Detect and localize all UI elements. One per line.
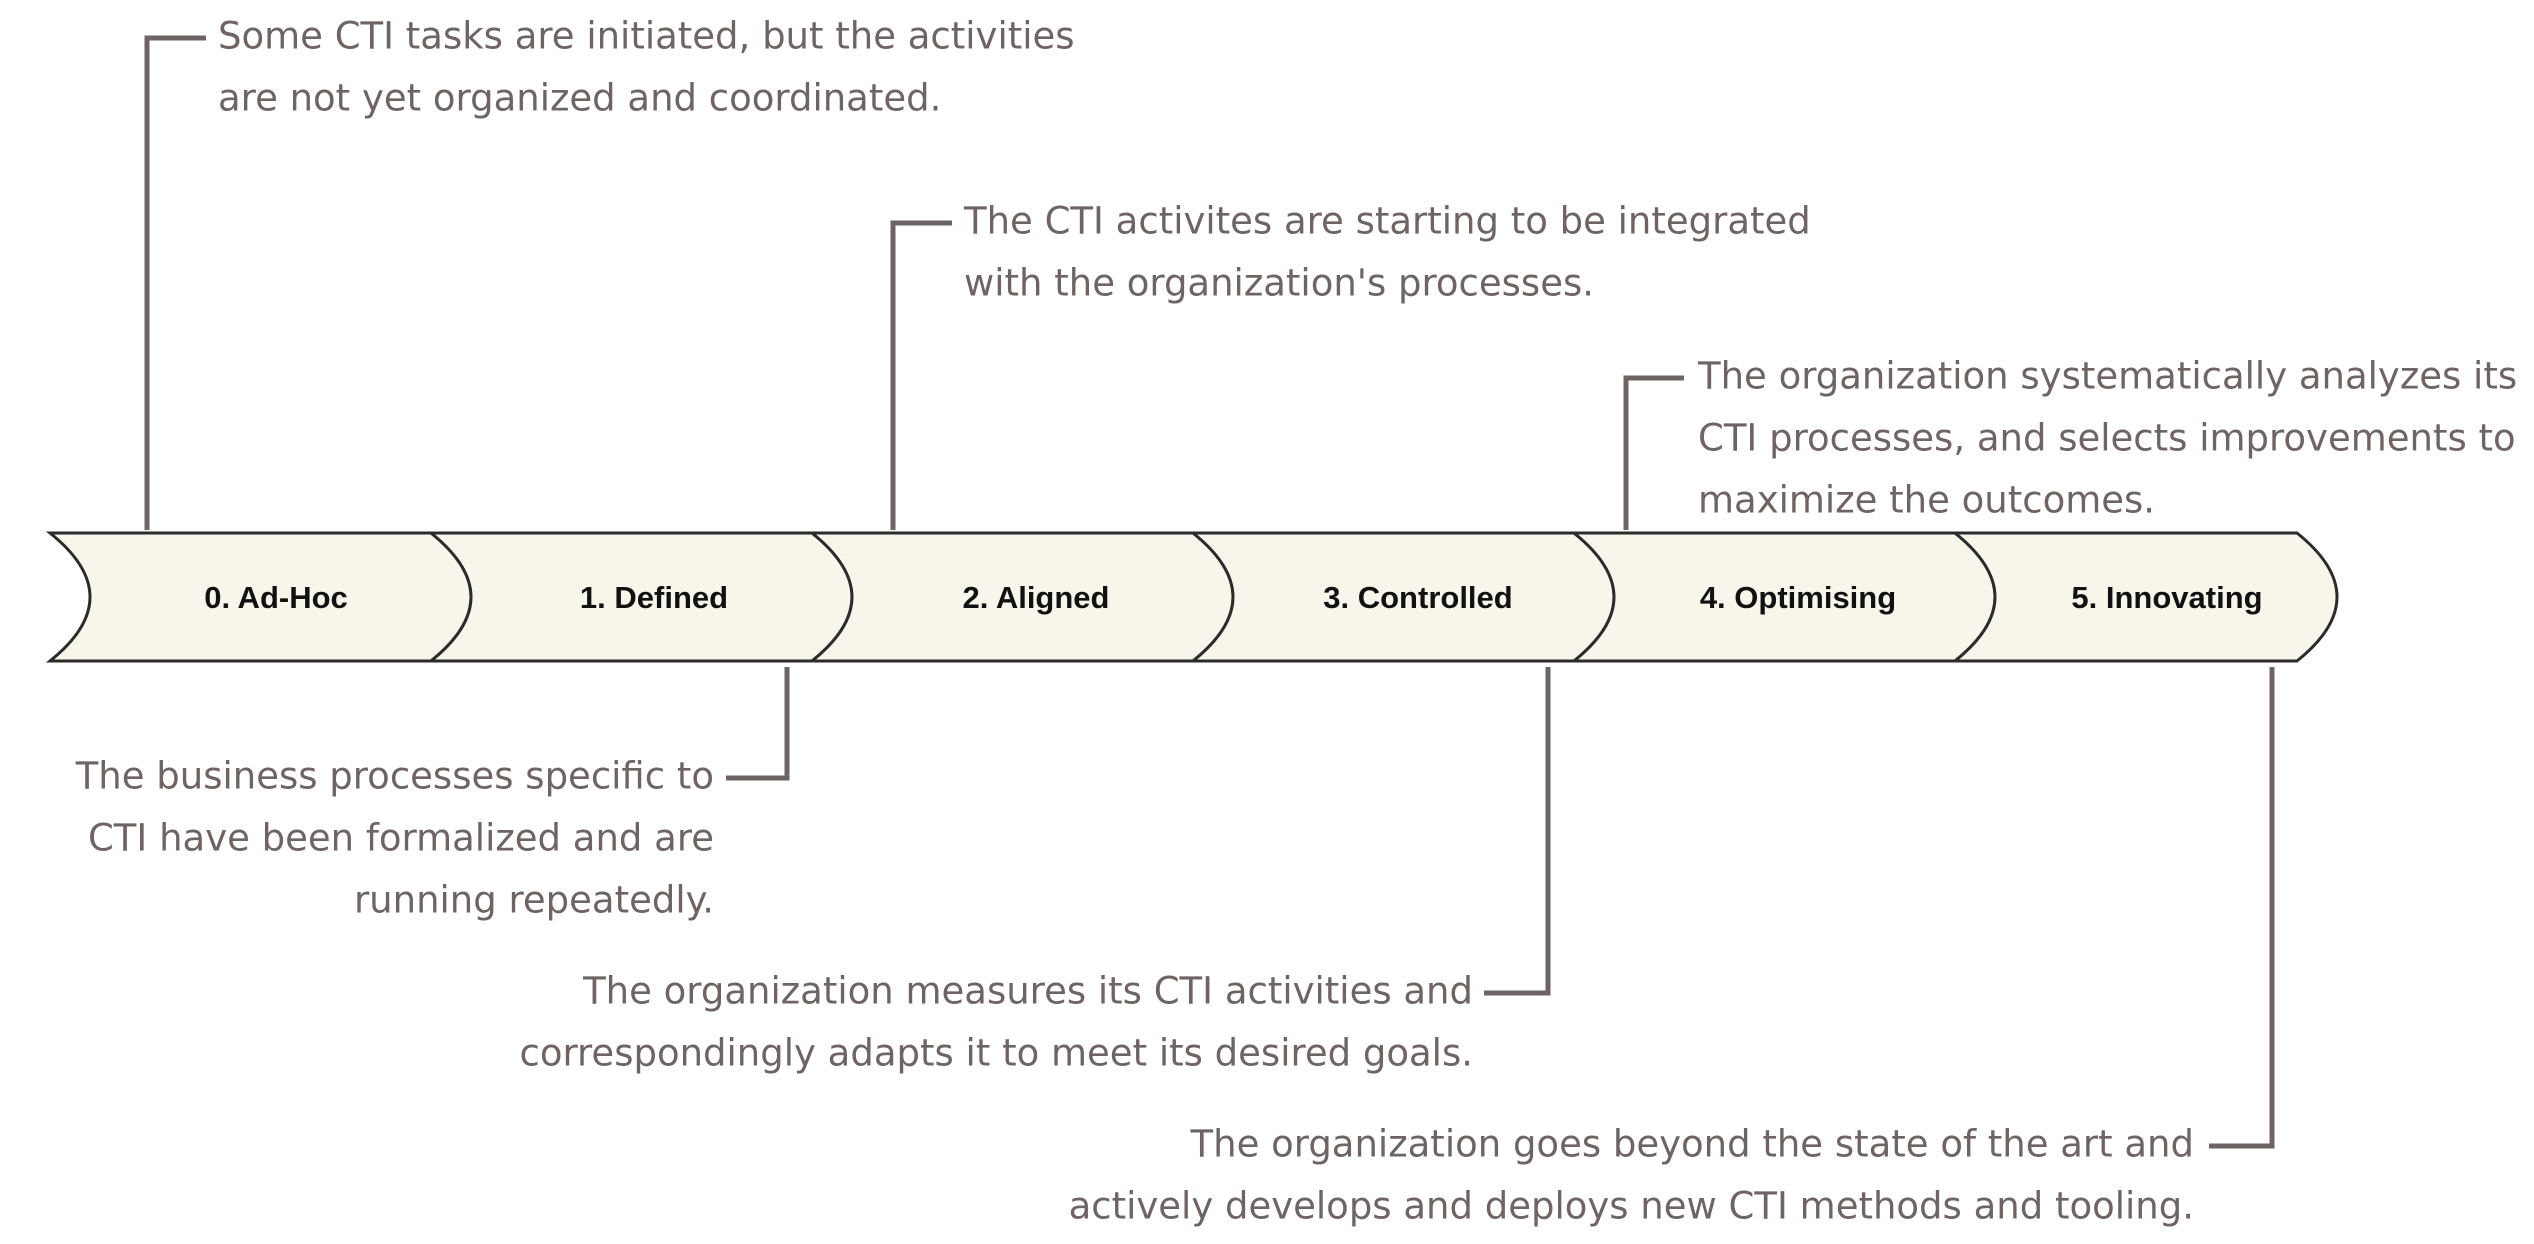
connector-optimising — [1623, 375, 1684, 530]
description-optimising-line1: The organization systematically analyzes… — [1697, 355, 2517, 398]
stage-5-shape — [1950, 531, 2339, 663]
stage-2-aligned: 2. Aligned — [807, 531, 1235, 663]
description-aligned-line1: The CTI activites are starting to be int… — [963, 200, 1811, 243]
connectors — [144, 35, 2275, 1149]
connector-defined — [726, 667, 790, 781]
description-controlled-line1: The organization measures its CTI activi… — [582, 970, 1473, 1013]
description-optimising: The organization systematically analyzes… — [1697, 355, 2517, 522]
description-innovating-line2: actively develops and deploys new CTI me… — [1069, 1185, 2194, 1228]
description-innovating-line1: The organization goes beyond the state o… — [1190, 1123, 2194, 1166]
description-adhoc-line1: Some CTI tasks are initiated, but the ac… — [218, 15, 1075, 58]
description-defined-line2: CTI have been formalized and are — [88, 817, 714, 860]
connector-controlled — [1484, 667, 1551, 996]
description-defined-line1: The business processes specific to — [75, 755, 714, 798]
stage-1-label: 1. Defined — [580, 580, 728, 615]
stage-1-defined: 1. Defined — [426, 531, 854, 663]
description-controlled: The organization measures its CTI activi… — [519, 970, 1473, 1075]
description-adhoc: Some CTI tasks are initiated, but the ac… — [218, 15, 1075, 120]
description-innovating: The organization goes beyond the state o… — [1069, 1123, 2194, 1228]
stage-0-adhoc: 0. Ad-Hoc — [45, 531, 473, 663]
description-adhoc-line2: are not yet organized and coordinated. — [218, 77, 941, 120]
stage-3-controlled: 3. Controlled — [1188, 531, 1616, 663]
stage-0-label: 0. Ad-Hoc — [204, 580, 348, 615]
stage-2-label: 2. Aligned — [963, 580, 1110, 615]
description-optimising-line3: maximize the outcomes. — [1698, 479, 2155, 522]
description-defined: The business processes specific to CTI h… — [75, 755, 714, 922]
stage-4-optimising: 4. Optimising — [1569, 531, 1997, 663]
connector-aligned — [890, 220, 952, 530]
description-aligned-line2: with the organization's processes. — [964, 262, 1594, 305]
description-aligned: The CTI activites are starting to be int… — [963, 200, 1811, 305]
description-optimising-line2: CTI processes, and selects improvements … — [1698, 417, 2516, 460]
connector-innovating — [2209, 667, 2275, 1149]
stage-4-label: 4. Optimising — [1700, 580, 1896, 615]
stage-3-label: 3. Controlled — [1323, 580, 1512, 615]
connector-adhoc — [144, 35, 206, 530]
description-controlled-line2: correspondingly adapts it to meet its de… — [519, 1032, 1473, 1075]
stage-5-innovating: 5. Innovating — [1950, 531, 2339, 663]
stage-5-label: 5. Innovating — [2071, 580, 2262, 615]
description-defined-line3: running repeatedly. — [354, 879, 714, 922]
stage-band: 0. Ad-Hoc 1. Defined 2. Aligned 3. Contr… — [45, 531, 2339, 663]
